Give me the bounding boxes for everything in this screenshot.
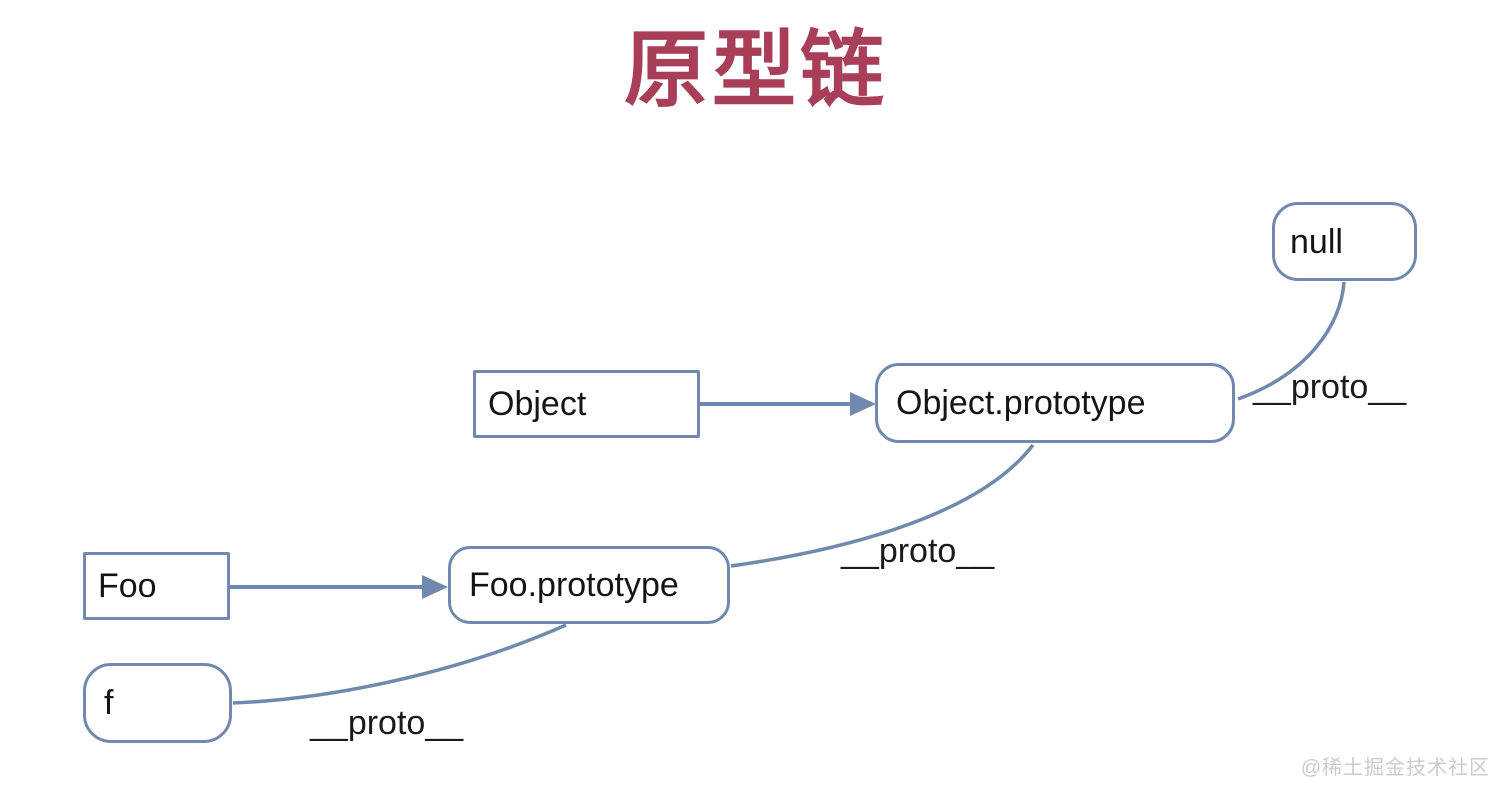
node-f-label: f (104, 684, 114, 722)
node-object-prototype-label: Object.prototype (896, 384, 1146, 422)
curve-object-prototype-to-foo-prototype (730, 443, 1035, 568)
node-foo-prototype-label: Foo.prototype (469, 566, 679, 604)
node-null: null (1272, 202, 1417, 281)
node-object-prototype: Object.prototype (875, 363, 1235, 443)
node-foo-label: Foo (98, 567, 157, 605)
node-f: f (83, 663, 232, 743)
curve-null-to-object-prototype (1237, 281, 1346, 401)
node-object-label: Object (488, 385, 587, 423)
page-title: 原型链 (623, 23, 888, 117)
watermark: @稀土掘金技术社区 (1300, 757, 1490, 779)
node-foo: Foo (83, 552, 230, 620)
node-null-label: null (1290, 222, 1343, 261)
curve-foo-prototype-to-f (232, 623, 567, 705)
proto-label-object-prototype-edge: __proto__ (841, 532, 995, 570)
node-foo-prototype: Foo.prototype (448, 546, 730, 624)
proto-label-null-edge: __proto__ (1253, 368, 1407, 406)
proto-label-foo-prototype-edge: __proto__ (310, 704, 464, 742)
arrowhead-foo-to-foo-prototype (422, 575, 448, 599)
node-object: Object (473, 370, 700, 438)
arrowhead-object-to-object-prototype (850, 392, 876, 416)
